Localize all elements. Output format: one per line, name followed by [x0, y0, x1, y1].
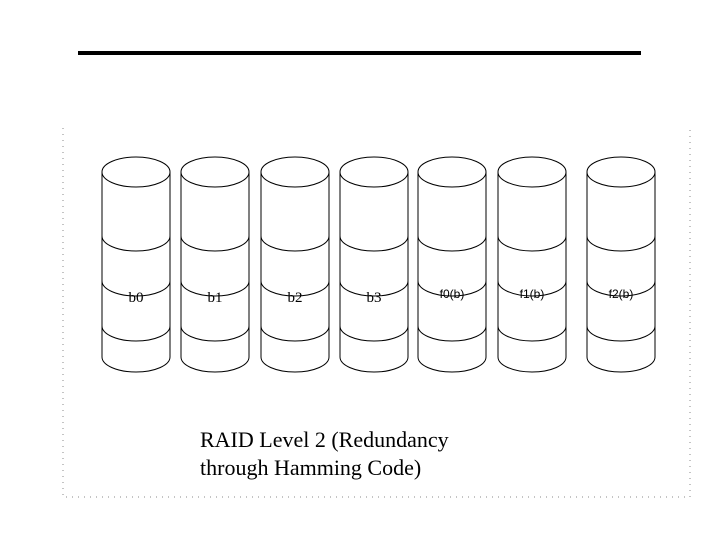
stripe-separator	[586, 235, 656, 252]
disk-label: b1	[208, 290, 223, 306]
disk-label: b2	[288, 290, 303, 306]
disk-top	[101, 156, 171, 188]
disk-array: b0 b1 b2 b3 f0(b) f1(b) f2(b)	[101, 156, 656, 373]
stripe-separator	[180, 235, 250, 252]
stripe-separator	[497, 235, 567, 252]
disk-label: f1(b)	[520, 287, 545, 301]
stripe-separator	[180, 325, 250, 342]
disk-label: f2(b)	[609, 287, 634, 301]
disk-top	[497, 156, 567, 188]
diagram-caption: RAID Level 2 (Redundancy through Hamming…	[200, 426, 449, 482]
disk-body	[260, 172, 330, 373]
disk-1: b0	[101, 156, 171, 373]
disk-2: b1	[180, 156, 250, 373]
disk-6: f1(b)	[497, 156, 567, 373]
stripe-separator	[339, 280, 409, 297]
disk-top	[260, 156, 330, 188]
stripe-separator	[497, 325, 567, 342]
stripe-separator	[586, 325, 656, 342]
disk-3: b2	[260, 156, 330, 373]
disk-top	[339, 156, 409, 188]
stripe-separator	[417, 325, 487, 342]
disk-top	[180, 156, 250, 188]
disk-top	[417, 156, 487, 188]
stripe-separator	[101, 325, 171, 342]
disk-body	[101, 172, 171, 373]
caption-line-1: RAID Level 2 (Redundancy	[200, 427, 449, 452]
stripe-separator	[260, 280, 330, 297]
disk-body	[497, 172, 567, 373]
stripe-separator	[339, 325, 409, 342]
disk-body	[339, 172, 409, 373]
disk-label: b3	[367, 290, 382, 306]
disk-label: b0	[129, 290, 144, 306]
stripe-separator	[180, 280, 250, 297]
stripe-separator	[417, 235, 487, 252]
disk-body	[417, 172, 487, 373]
stripe-separator	[260, 235, 330, 252]
stripe-separator	[417, 280, 487, 297]
stripe-separator	[339, 235, 409, 252]
disk-4: b3	[339, 156, 409, 373]
stripe-separator	[497, 280, 567, 297]
disk-label: f0(b)	[440, 287, 465, 301]
disk-5: f0(b)	[417, 156, 487, 373]
disk-body	[586, 172, 656, 373]
disk-body	[180, 172, 250, 373]
stripe-separator	[586, 280, 656, 297]
disk-top	[586, 156, 656, 188]
disk-7: f2(b)	[586, 156, 656, 373]
caption-line-2: through Hamming Code)	[200, 455, 422, 480]
stripe-separator	[101, 235, 171, 252]
stripe-separator	[101, 280, 171, 297]
stripe-separator	[260, 325, 330, 342]
